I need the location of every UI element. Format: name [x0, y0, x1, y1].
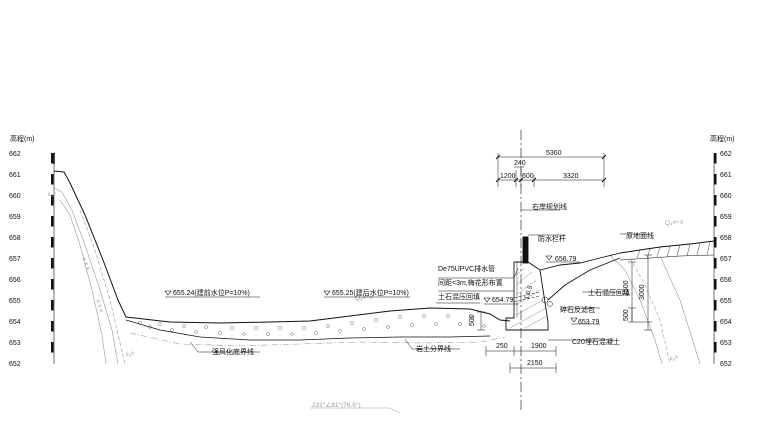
left-tick-662: 662 [9, 151, 21, 158]
water-level-656-79: 656.79 [555, 256, 577, 263]
right-ruler-unit-label: 高程(m) [710, 134, 735, 143]
left-tick-652: 652 [9, 361, 21, 368]
water-level-653-79: 653.79 [578, 319, 600, 326]
leader-lines [189, 209, 650, 353]
label-railing: 防水栏杆 [538, 234, 566, 243]
dim-500-left: 500 [469, 314, 476, 326]
water-level-markers [164, 255, 600, 325]
right-tick-661: 661 [720, 172, 732, 179]
label-original-ground: 原地面线 [626, 231, 654, 240]
dim-top-600: 600 [522, 173, 534, 180]
label-concrete: C20埋石混凝土 [572, 337, 620, 346]
dim-top-240: 240 [514, 160, 526, 167]
label-filter-pack: 碎石反滤包 [560, 305, 595, 314]
right-tick-660: 660 [720, 193, 732, 200]
geo-label-right-q: Q₄ᵉˡ⁺ᵈˡ [665, 220, 683, 227]
left-elevation-ruler: 高程(m) 662 661 660 659 658 657 656 655 65… [9, 134, 55, 368]
label-bank-control-line: 右岸规划线 [532, 202, 567, 211]
dim-2150: 2150 [527, 360, 543, 367]
water-level-654-79: 654.79 [492, 297, 514, 304]
dim-1900: 1900 [531, 343, 547, 350]
dim-3000: 3000 [639, 284, 646, 300]
label-slope-ratio: 1:0.5 [523, 284, 534, 300]
dim-2500: 2500 [623, 280, 630, 296]
water-level-before: 655.24(建前水位P=10%) [173, 288, 250, 297]
right-tick-655: 655 [720, 298, 732, 305]
retaining-wall [505, 236, 621, 331]
label-soil-boundary: 岩土分界线 [416, 344, 451, 353]
dim-250: 250 [496, 343, 508, 350]
left-tick-656: 656 [9, 277, 21, 284]
label-riprap-left: 土石混压回填 [438, 292, 480, 301]
left-tick-658: 658 [9, 235, 21, 242]
right-tick-653: 653 [720, 340, 732, 347]
right-tick-662: 662 [720, 151, 732, 158]
dim-top-total: 5360 [546, 150, 562, 157]
label-pipe-2: 间距<3m,梅花形布置 [438, 278, 503, 287]
svg-text:x x x: x x x [94, 298, 105, 314]
ground-profile [53, 170, 715, 341]
left-tick-655: 655 [9, 298, 21, 305]
left-tick-653: 653 [9, 340, 21, 347]
geo-label-right-bottom: ε₂ᵇ [670, 355, 678, 362]
label-weathered-line: 强风化底界线 [212, 347, 254, 356]
geo-label-left-top: ε₂ᵇ [48, 191, 56, 198]
left-tick-660: 660 [9, 193, 21, 200]
top-dimension-chain [495, 153, 607, 187]
right-elevation-ruler: 高程(m) 662 661 660 659 658 657 656 655 65… [710, 134, 735, 368]
right-tick-657: 657 [720, 256, 732, 263]
left-tick-659: 659 [9, 214, 21, 221]
dim-top-1200: 1200 [500, 173, 516, 180]
left-tick-657: 657 [9, 256, 21, 263]
right-tick-652: 652 [720, 361, 732, 368]
bottom-dimensions [477, 254, 652, 373]
dim-500-right: 500 [623, 309, 630, 321]
footer-grey-text: 231°∠81°(76.5°) [312, 401, 361, 409]
right-tick-659: 659 [720, 214, 732, 221]
left-tick-661: 661 [9, 172, 21, 179]
dim-top-3320: 3320 [563, 173, 579, 180]
geo-label-left-bottom: ε₂ᵇ [126, 351, 134, 358]
label-riprap-right: 土石混压回填 [588, 288, 630, 297]
geo-label-alluvium: Q₄ᵃˡ⁺ᵖˡ [355, 295, 373, 302]
svg-text:x x x: x x x [80, 256, 91, 272]
left-tick-654: 654 [9, 319, 21, 326]
right-tick-658: 658 [720, 235, 732, 242]
left-ruler-unit-label: 高程(m) [10, 134, 35, 143]
right-tick-656: 656 [720, 277, 732, 284]
right-tick-654: 654 [720, 319, 732, 326]
geology-labels: x x x x x x ε₂ᵇ ε₂ᵇ Q₄ᵃˡ⁺ᵖˡ Q₄ᵉˡ⁺ᵈˡ ε₂ᵇ … [48, 191, 683, 409]
label-pipe-1: De75UPVC排水管 [438, 264, 495, 273]
geology-lines [53, 187, 701, 414]
water-level-after: 655.25(建后水位P=10%) [332, 288, 409, 297]
